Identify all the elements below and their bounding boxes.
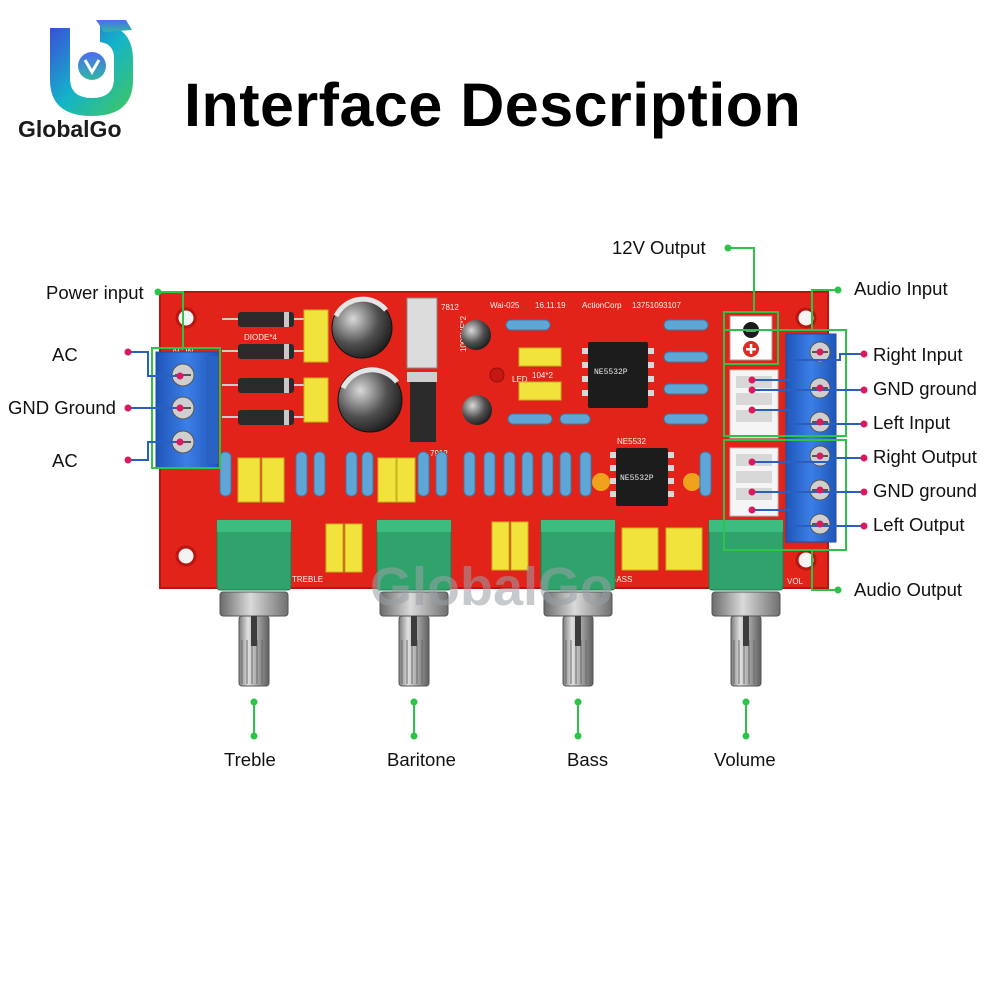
led-silk: LED xyxy=(512,375,528,384)
callout-labels: 12V Output Power input AC GND Ground AC … xyxy=(8,237,977,770)
logo-wordmark: GlobalGo xyxy=(18,116,122,142)
label-ac-bottom: AC xyxy=(52,450,78,471)
logo-mark-icon xyxy=(50,24,133,116)
pin-dot-icon xyxy=(124,404,132,412)
callout-dot-icon xyxy=(410,732,418,740)
pin-dot-icon xyxy=(860,350,868,358)
pin-dot-icon xyxy=(860,386,868,394)
label-ac-top: AC xyxy=(52,344,78,365)
bass-silk: BASS xyxy=(611,575,632,584)
label-right-output: Right Output xyxy=(873,446,977,467)
callout-dot-icon xyxy=(724,244,732,252)
led-icon xyxy=(489,367,505,383)
pin-dot-icon xyxy=(748,386,756,394)
callout-dot-icon xyxy=(742,732,750,740)
op-amp-silk: NE5532 xyxy=(617,437,646,446)
pin-dot-icon xyxy=(816,452,824,460)
op-amp-chip-1: NE5532P xyxy=(582,342,654,408)
label-gnd-ground-output: GND ground xyxy=(873,480,977,501)
globalgo-logo: GlobalGo xyxy=(18,20,133,142)
label-baritone: Baritone xyxy=(387,749,456,770)
pin-dot-icon xyxy=(748,488,756,496)
electrolytic-capacitor-icon xyxy=(331,296,403,433)
label-gnd-ground: GND Ground xyxy=(8,397,116,418)
label-audio-output: Audio Output xyxy=(854,579,962,600)
pin-dot-icon xyxy=(176,372,184,380)
label-left-input: Left Input xyxy=(873,412,950,433)
resistor-group-horizontal xyxy=(505,319,709,425)
callout-dots xyxy=(124,244,868,740)
pin-dot-icon xyxy=(176,438,184,446)
regulator-pos-silk: 7812 xyxy=(441,303,459,312)
potentiometer-volume[interactable] xyxy=(708,519,784,687)
voltage-regulator-icon xyxy=(406,297,438,442)
pin-dot-icon xyxy=(816,520,824,528)
callout-dot-icon xyxy=(250,698,258,706)
callout-dot-icon xyxy=(834,586,842,594)
callout-dot-icon xyxy=(574,732,582,740)
op-amp-chip-2: NE5532P xyxy=(610,448,674,506)
vol-silk: VOL xyxy=(787,577,804,586)
pin-dot-icon xyxy=(748,458,756,466)
pcb-board: Wai-025 16.11.19 ActionCorp 13751093107 … xyxy=(159,291,829,589)
callout-dot-icon xyxy=(834,286,842,294)
label-volume: Volume xyxy=(714,749,776,770)
pin-dot-icon xyxy=(860,420,868,428)
callout-dot-icon xyxy=(742,698,750,706)
callout-dot-icon xyxy=(154,288,162,296)
callout-lines xyxy=(130,247,847,736)
resistor-group-vertical xyxy=(219,451,712,497)
board-phone: 13751093107 xyxy=(632,301,681,310)
op-amp-chip-text: NE5532P xyxy=(594,368,628,377)
op-amp-chip-text: NE5532P xyxy=(620,474,654,483)
pin-dot-icon xyxy=(748,406,756,414)
label-power-input: Power input xyxy=(46,282,144,303)
audio-terminal-block xyxy=(785,333,837,543)
treble-silk: TREBLE xyxy=(292,575,323,584)
pin-dot-icon xyxy=(176,404,184,412)
board-maker: ActionCorp xyxy=(582,301,622,310)
pin-dot-icon xyxy=(816,348,824,356)
trimmer-silk: 104*2 xyxy=(532,371,553,380)
output-12v-connector xyxy=(729,315,773,361)
pin-dot-icon xyxy=(748,376,756,384)
pin-dot-icon xyxy=(124,348,132,356)
label-treble: Treble xyxy=(224,749,276,770)
pin-dot-icon xyxy=(860,522,868,530)
callout-dot-icon xyxy=(250,732,258,740)
diode-row xyxy=(222,312,306,425)
diode-silk: DIODE*4 xyxy=(244,333,277,342)
pin-dot-icon xyxy=(816,486,824,494)
page-title: Interface Description xyxy=(184,71,802,139)
mounting-hole-icon xyxy=(175,545,197,567)
label-left-output: Left Output xyxy=(873,514,965,535)
potentiometer-treble[interactable] xyxy=(216,519,292,687)
callout-dot-icon xyxy=(574,698,582,706)
mounting-hole-icon xyxy=(175,307,197,329)
board-date: 16.11.19 xyxy=(535,301,566,310)
pin-dot-icon xyxy=(748,506,756,514)
watermark-text: GlobalGo xyxy=(370,557,613,617)
power-terminal-block xyxy=(155,351,219,469)
signal-wires xyxy=(752,353,862,527)
label-audio-input: Audio Input xyxy=(854,278,948,299)
label-bass: Bass xyxy=(567,749,608,770)
pin-dot-icon xyxy=(860,454,868,462)
label-gnd-ground-input: GND ground xyxy=(873,378,977,399)
label-right-input: Right Input xyxy=(873,344,962,365)
pin-dot-icon xyxy=(860,488,868,496)
callout-dot-icon xyxy=(410,698,418,706)
pin-dot-icon xyxy=(816,418,824,426)
mounting-hole-icon xyxy=(795,307,817,329)
potentiometer-bass[interactable] xyxy=(540,519,616,687)
label-12v-output: 12V Output xyxy=(612,237,706,258)
pin-dot-icon xyxy=(816,384,824,392)
potentiometer-baritone[interactable] xyxy=(376,519,452,687)
pin-dot-icon xyxy=(124,456,132,464)
board-model: Wai-025 xyxy=(490,301,520,310)
